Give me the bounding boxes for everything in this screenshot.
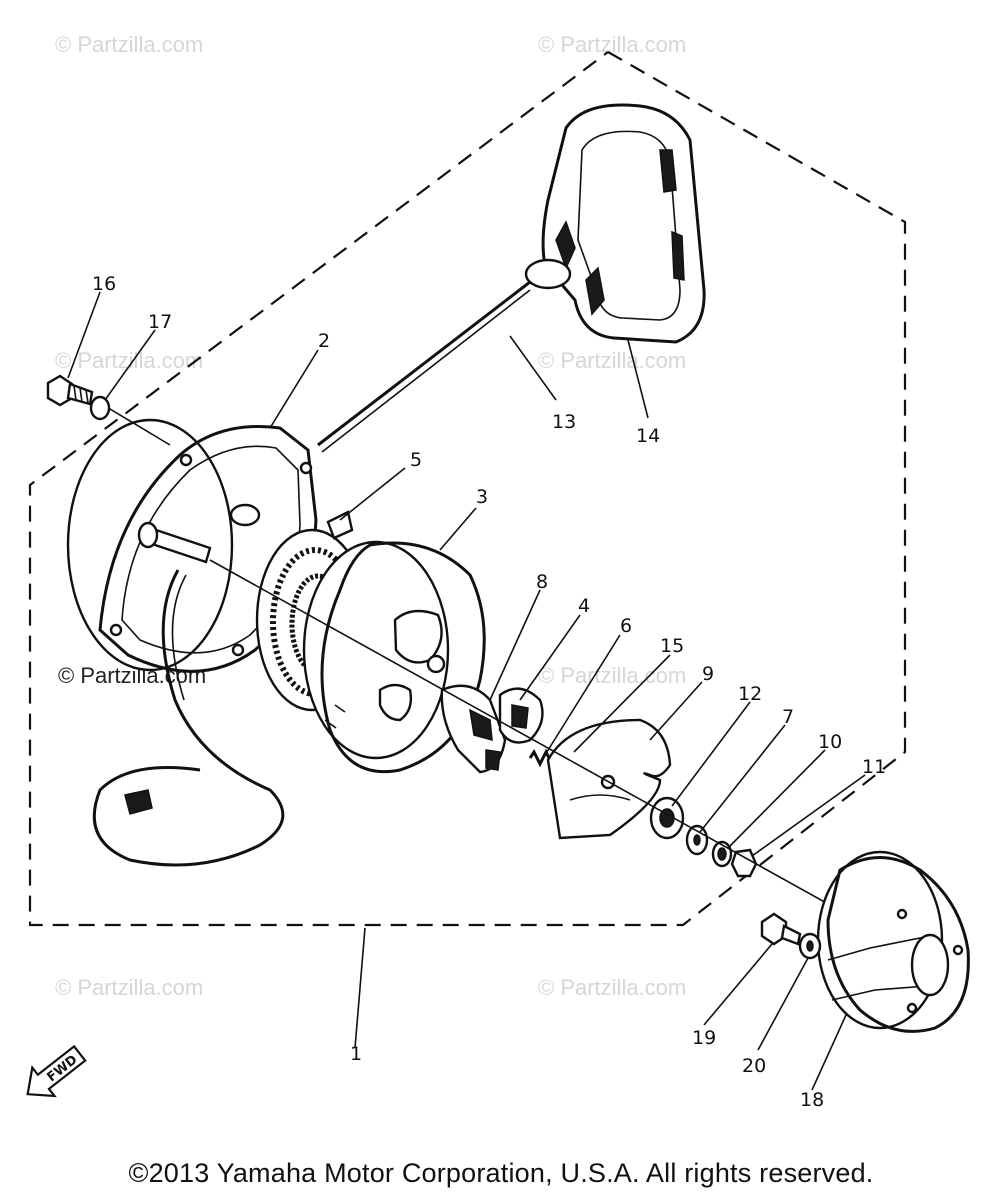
callout-19: 19 [692, 1027, 716, 1049]
callout-13: 13 [552, 411, 576, 433]
drive-pawl [440, 684, 507, 774]
leader-line [703, 943, 773, 1026]
leader-line [757, 957, 809, 1051]
leader-line [339, 467, 406, 521]
leader-line [104, 329, 156, 401]
pawl-spring [498, 687, 544, 744]
callout-6: 6 [620, 615, 632, 637]
leader-line [269, 349, 319, 429]
callout-14: 14 [636, 425, 660, 447]
callout-9: 9 [702, 663, 714, 685]
leader-line [811, 1014, 847, 1091]
leader-line [751, 774, 866, 857]
watermark: © Partzilla.com [55, 975, 203, 1000]
nut-11 [730, 848, 758, 878]
callout-10: 10 [818, 731, 842, 753]
watermark: © Partzilla.com [538, 348, 686, 373]
watermark: © Partzilla.com [55, 32, 203, 57]
sheave-drum [302, 540, 486, 774]
starter-handle [524, 103, 706, 344]
starter-rope [317, 280, 531, 447]
starter-case [66, 418, 318, 673]
leader-line [439, 507, 477, 551]
callout-2: 2 [318, 330, 330, 352]
callout-16: 16 [92, 273, 116, 295]
callout-17: 17 [148, 311, 172, 333]
leader-line [627, 339, 649, 419]
washer-17 [89, 395, 111, 421]
leader-line [519, 614, 581, 701]
leader-line [509, 335, 557, 401]
leader-line [671, 701, 751, 807]
bolt-16 [46, 374, 94, 407]
callout-20: 20 [742, 1055, 766, 1077]
leader-line [489, 589, 541, 701]
leader-line [544, 634, 621, 756]
leader-line [573, 654, 671, 753]
copyright-notice: ©2013 Yamaha Motor Corporation, U.S.A. A… [128, 1158, 874, 1188]
callout-3: 3 [476, 486, 488, 508]
watermark: © Partzilla.com [538, 975, 686, 1000]
watermark: © Partzilla.com [538, 32, 686, 57]
leader-line [727, 749, 826, 849]
rope-loop [92, 569, 285, 867]
watermark: © Partzilla.com [538, 663, 686, 688]
callout-11: 11 [862, 756, 886, 778]
leader-line [67, 291, 101, 379]
watermark: © Partzilla.com [55, 348, 203, 373]
callout-15: 15 [660, 635, 684, 657]
axis-line [209, 559, 831, 906]
starter-pulley [816, 850, 970, 1033]
callout-7: 7 [782, 706, 794, 728]
callout-4: 4 [578, 595, 590, 617]
callout-1: 1 [350, 1043, 362, 1065]
callout-12: 12 [738, 683, 762, 705]
assembly-boundary [28, 51, 907, 927]
callout-5: 5 [410, 449, 422, 471]
forward-arrow-icon: FWD [26, 1044, 87, 1098]
leader-line [699, 724, 786, 833]
callout-18: 18 [800, 1089, 824, 1111]
bolt-19 [760, 912, 802, 946]
callout-8: 8 [536, 571, 548, 593]
leader-line [649, 681, 703, 741]
leader-line [354, 927, 366, 1049]
drive-plate [546, 718, 672, 840]
